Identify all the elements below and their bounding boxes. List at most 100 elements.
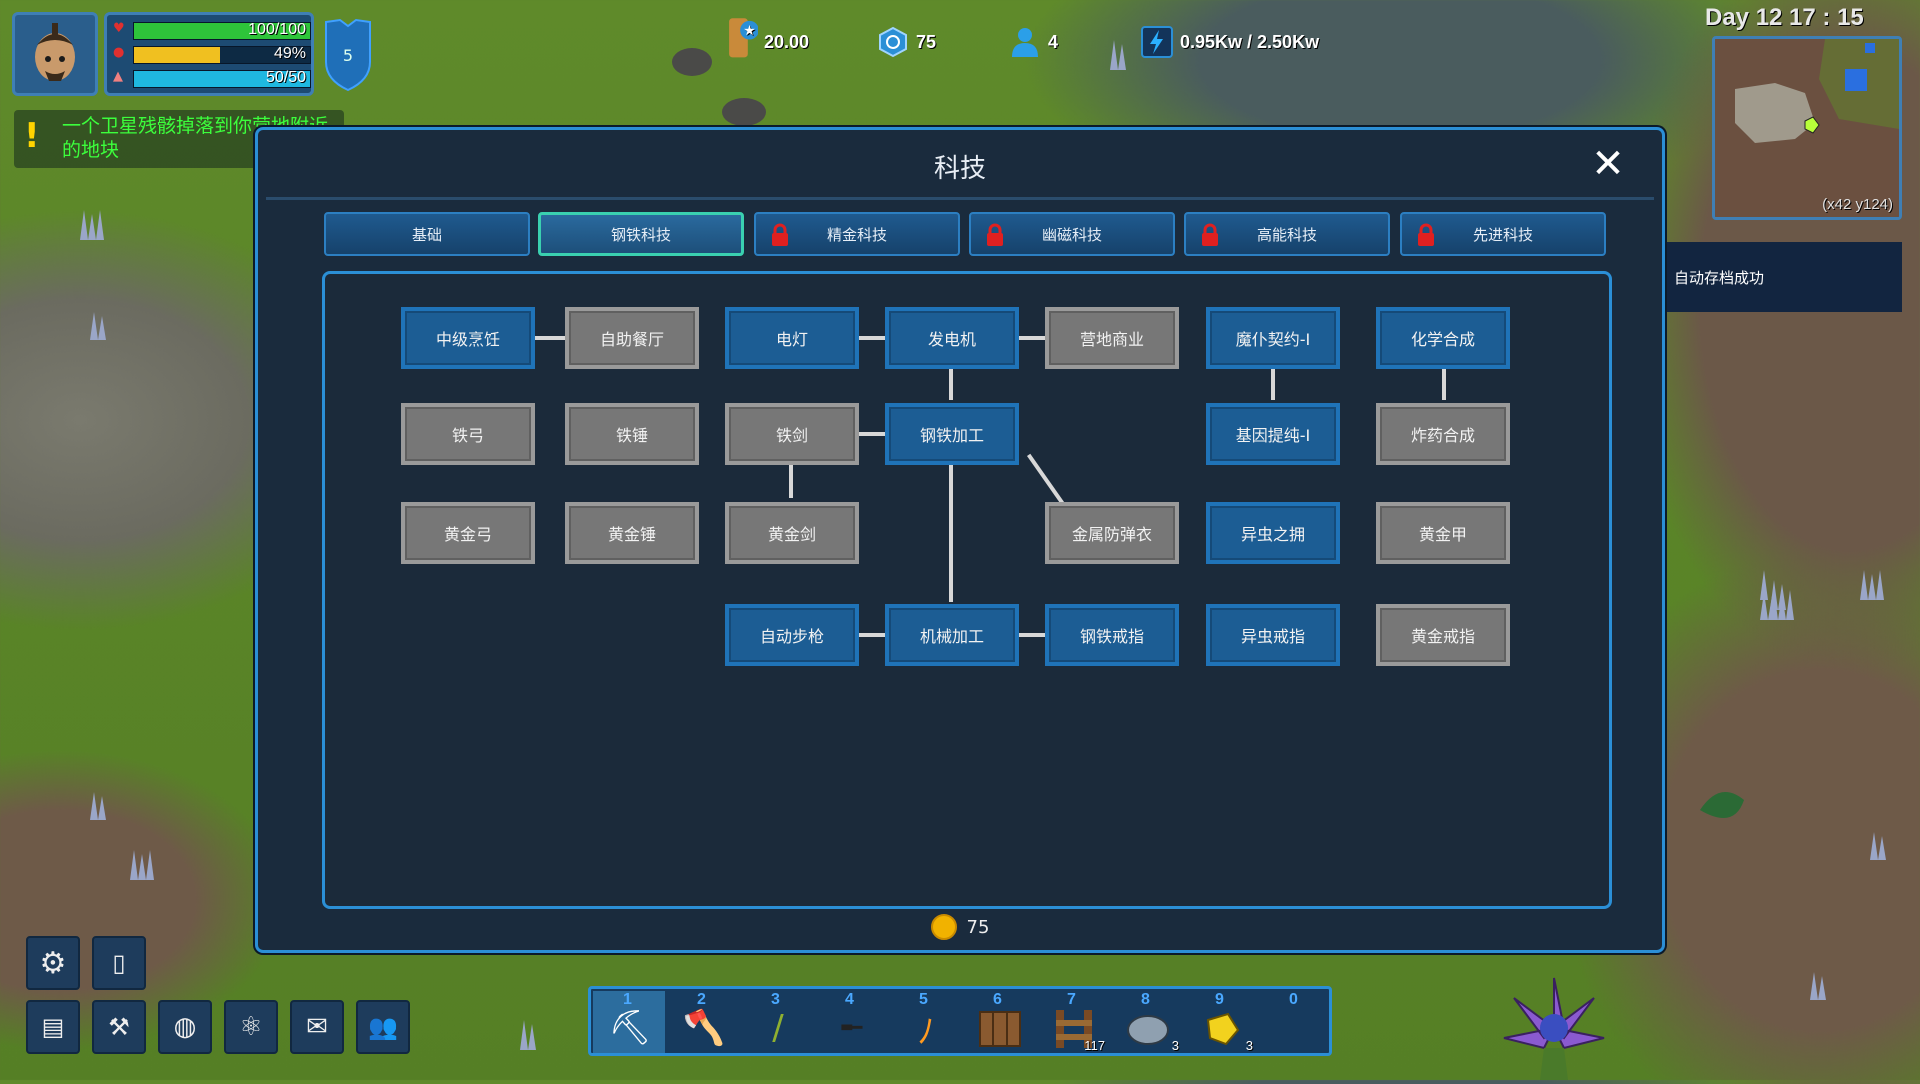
player-avatar[interactable] — [12, 12, 98, 96]
health-text: 100/100 — [248, 21, 306, 38]
connector — [1442, 366, 1446, 400]
close-icon[interactable]: ✕ — [1591, 141, 1625, 187]
hotbar-slot-2[interactable]: 2🪓 — [667, 991, 739, 1053]
fence-icon — [1051, 1005, 1097, 1051]
settings-button[interactable]: ⚙ — [26, 936, 80, 990]
backpack-icon: ▤ — [41, 1013, 65, 1041]
map-button[interactable]: ◍ — [158, 1000, 212, 1054]
hotbar-slot-3[interactable]: 3/ — [741, 991, 813, 1053]
tech-node-cafeteria[interactable]: 自助餐厅 — [565, 307, 699, 369]
node-label: 黄金弓 — [443, 525, 492, 544]
purple-plant-decor — [1484, 968, 1624, 1080]
exclamation-icon: ! — [24, 116, 40, 156]
tech-node-iron-bow[interactable]: 铁弓 — [401, 403, 535, 465]
rifle-icon: ╾ — [841, 1008, 863, 1048]
globe-icon: ◍ — [173, 1012, 197, 1042]
resource-wood: ★ 20.00 — [724, 18, 809, 62]
hotbar-slot-0[interactable]: 0 — [1259, 991, 1331, 1053]
tech-node-iron-sword[interactable]: 铁剑 — [725, 403, 859, 465]
tech-node-generator[interactable]: 发电机 — [885, 307, 1019, 369]
tech-node-mechanical-processing[interactable]: 机械加工 — [885, 604, 1019, 666]
slot-number: 8 — [1141, 991, 1150, 1008]
node-label: 钢铁加工 — [919, 426, 984, 445]
tab-label: 高能科技 — [1256, 225, 1317, 244]
tech-node-chemical-synthesis[interactable]: 化学合成 — [1376, 307, 1510, 369]
tech-node-steel-processing[interactable]: 钢铁加工 — [885, 403, 1019, 465]
connector — [949, 462, 953, 602]
tech-node-intermediate-cooking[interactable]: 中级烹饪 — [401, 307, 535, 369]
toast-text: 自动存档成功 — [1674, 268, 1765, 287]
tech-node-camp-commerce[interactable]: 营地商业 — [1045, 307, 1179, 369]
heart-icon: ♥ — [113, 21, 125, 36]
tab-steel-tech[interactable]: 钢铁科技 — [538, 212, 744, 256]
tech-node-gold-ring[interactable]: 黄金戒指 — [1376, 604, 1510, 666]
tech-node-gold-armor[interactable]: 黄金甲 — [1376, 502, 1510, 564]
connector — [855, 432, 885, 436]
tab-label: 钢铁科技 — [610, 225, 671, 244]
slot-number: 3 — [771, 991, 780, 1008]
connector — [1027, 453, 1065, 506]
node-label: 机械加工 — [919, 627, 984, 646]
connector — [1015, 336, 1045, 340]
tech-node-insect-embrace[interactable]: 异虫之拥 — [1206, 502, 1340, 564]
minimap[interactable]: (x42 y124) — [1712, 36, 1902, 220]
node-label: 铁剑 — [775, 426, 808, 445]
tech-node-gold-bow[interactable]: 黄金弓 — [401, 502, 535, 564]
connector — [949, 366, 953, 400]
hotbar-slot-6[interactable]: 6 — [963, 991, 1035, 1053]
connector — [855, 336, 885, 340]
tab-advanced-tech[interactable]: 先进科技 — [1400, 212, 1606, 256]
hunger-bar: 49% — [133, 45, 311, 64]
tech-node-gene-purification[interactable]: 基因提纯-I — [1206, 403, 1340, 465]
shield-badge[interactable]: 5 — [320, 16, 376, 92]
mail-button[interactable]: ✉ — [290, 1000, 344, 1054]
hotbar-slot-4[interactable]: 4╾ — [815, 991, 887, 1053]
backpack-button[interactable]: ▤ — [26, 1000, 80, 1054]
node-label: 黄金甲 — [1418, 525, 1467, 544]
node-label: 黄金锤 — [607, 525, 656, 544]
radio-button[interactable]: ▯ — [92, 936, 146, 990]
connector — [535, 336, 565, 340]
node-label: 自动步枪 — [759, 627, 824, 646]
tech-node-servant-contract[interactable]: 魔仆契约-I — [1206, 307, 1340, 369]
stamina-bar: 50/50 — [133, 69, 311, 88]
tech-node-iron-hammer[interactable]: 铁锤 — [565, 403, 699, 465]
tab-label: 幽磁科技 — [1041, 225, 1102, 244]
tech-node-electric-lamp[interactable]: 电灯 — [725, 307, 859, 369]
tech-node-steel-ring[interactable]: 钢铁戒指 — [1045, 604, 1179, 666]
team-button[interactable]: 👥 — [356, 1000, 410, 1054]
node-label: 钢铁戒指 — [1079, 627, 1144, 646]
crafting-button[interactable]: ⚒ — [92, 1000, 146, 1054]
tech-node-metal-armor[interactable]: 金属防弹衣 — [1045, 502, 1179, 564]
shield-level: 5 — [342, 46, 354, 65]
lock-icon — [772, 223, 788, 246]
tech-node-gold-hammer[interactable]: 黄金锤 — [565, 502, 699, 564]
tech-node-explosive-synthesis[interactable]: 炸药合成 — [1376, 403, 1510, 465]
lock-icon — [1202, 223, 1218, 246]
tech-node-insect-ring[interactable]: 异虫戒指 — [1206, 604, 1340, 666]
tech-button[interactable]: ⚛ — [224, 1000, 278, 1054]
coin-balance: 75 — [258, 914, 1662, 940]
tab-mithril-tech[interactable]: 精金科技 — [754, 212, 960, 256]
node-label: 异虫戒指 — [1240, 627, 1305, 646]
slot-count: 3 — [1245, 1038, 1253, 1053]
autosave-toast: 自动存档成功 — [1640, 242, 1902, 312]
slot-number: 1 — [623, 991, 632, 1008]
tab-magnetic-tech[interactable]: 幽磁科技 — [969, 212, 1175, 256]
node-label: 魔仆契约-I — [1235, 330, 1311, 349]
tab-energy-tech[interactable]: 高能科技 — [1184, 212, 1390, 256]
tab-basic[interactable]: 基础 — [324, 212, 530, 256]
tech-node-gold-sword[interactable]: 黄金剑 — [725, 502, 859, 564]
wood-star-icon: ★ — [724, 18, 758, 59]
stamina-text: 50/50 — [265, 69, 306, 86]
tech-tree: 中级烹饪 自助餐厅 电灯 发电机 营地商业 魔仆契约-I 化学合成 铁弓 铁锤 … — [322, 271, 1612, 909]
walkie-talkie-icon: ▯ — [112, 949, 126, 977]
hotbar-slot-1[interactable]: 1⛏ — [593, 991, 665, 1053]
tech-node-auto-rifle[interactable]: 自动步枪 — [725, 604, 859, 666]
node-label: 基因提纯-I — [1235, 426, 1311, 445]
